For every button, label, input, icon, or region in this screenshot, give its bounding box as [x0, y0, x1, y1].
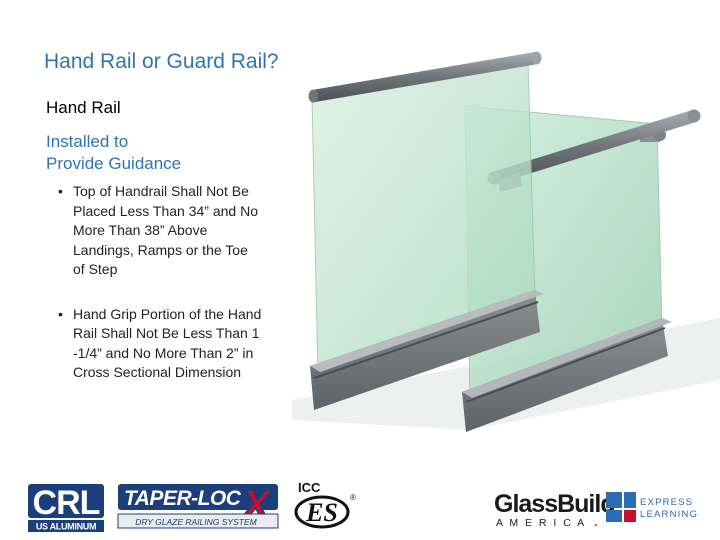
icc-text: ICC	[298, 480, 321, 495]
glassbuild-name: GlassBuild	[494, 490, 615, 518]
learning-text: LEARNING	[640, 509, 698, 520]
bullet-marker: •	[58, 183, 63, 199]
crl-letters: CRL	[33, 484, 100, 522]
express-text: EXPRESS	[640, 497, 693, 508]
bullet-item: • Top of Handrail Shall Not Be Placed Le…	[46, 182, 296, 280]
registered-mark: ®	[350, 493, 356, 502]
bullet-line: Landings, Ramps or the Toe	[73, 241, 248, 258]
taper-loc-logo: TAPER-LOC X DRY GLAZE RAILING SYSTEM	[117, 480, 279, 529]
taper-loc-subtitle: DRY GLAZE RAILING SYSTEM	[135, 517, 257, 527]
es-text: ES	[305, 498, 338, 527]
taper-loc-name: TAPER-LOC	[124, 487, 242, 510]
express-learning-logo: EXPRESS LEARNING	[606, 492, 698, 522]
express-grid-icon	[606, 492, 622, 508]
bullet-marker: •	[58, 305, 63, 322]
bullet-line: of Step	[73, 261, 118, 277]
slide-title: Hand Rail or Guard Rail?	[44, 50, 279, 73]
bullet-line: Cross Sectional Dimension	[73, 364, 242, 380]
crl-subtitle: US ALUMINUM	[36, 522, 96, 532]
logo-strip: CRL US ALUMINUM TAPER-LOC X DRY GLAZE RA…	[28, 480, 698, 532]
section-heading: Hand Rail	[46, 98, 121, 117]
bullet-list: • Top of Handrail Shall Not Be Placed Le…	[46, 182, 296, 408]
bullet-line: Placed Less Than 34” and No	[73, 202, 258, 219]
crl-logo: CRL US ALUMINUM	[28, 484, 104, 532]
icc-es-logo: ICC ES ®	[294, 480, 356, 529]
glassbuild-america-logo: GlassBuild A M E R I C A .	[494, 490, 616, 529]
section-subtext: Installed to Provide Guidance	[46, 131, 286, 175]
america-dot: .	[594, 515, 597, 529]
bullet-item: • Hand Grip Portion of the Hand Rail Sha…	[46, 305, 296, 383]
subtext-line: Installed to	[46, 132, 129, 151]
bullet-line: Top of Handrail Shall Not Be	[73, 183, 249, 199]
bullet-line: -1/4” and No More Than 2” in	[73, 344, 254, 361]
bullet-line: Hand Grip Portion of the Hand	[73, 305, 262, 322]
subtext-line: Provide Guidance	[46, 154, 182, 173]
bullet-line: More Than 38” Above	[73, 222, 208, 238]
front-top-rail	[308, 51, 542, 103]
bullet-line: Rail Shall Not Be Less Than 1	[73, 325, 260, 341]
america-text: A M E R I C A	[496, 517, 586, 529]
